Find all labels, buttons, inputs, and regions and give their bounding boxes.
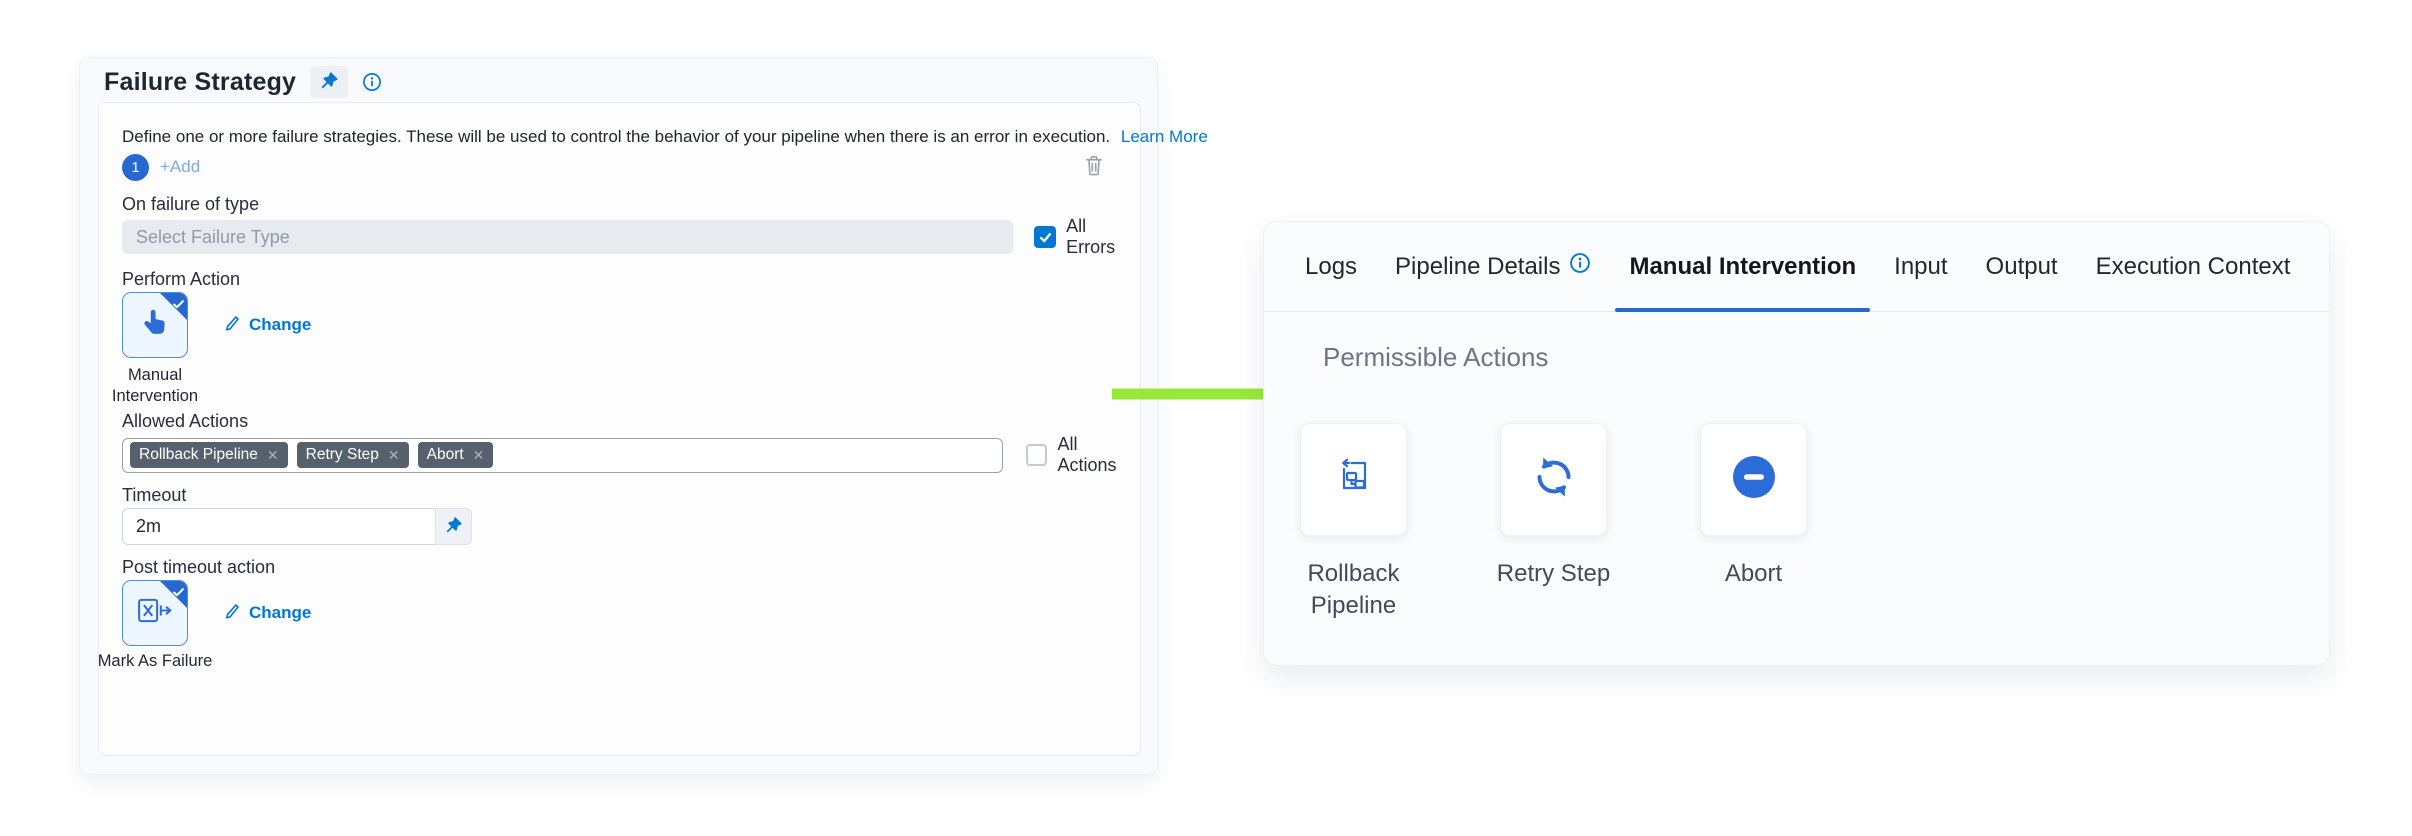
manual-intervention-card[interactable] [122, 292, 188, 358]
failure-strategy-header: Failure Strategy [104, 60, 382, 104]
timeout-input[interactable] [122, 508, 440, 545]
on-failure-of-type-label: On failure of type [122, 194, 260, 214]
tab-label: Manual Intervention [1629, 252, 1857, 280]
selected-check-icon [173, 584, 184, 602]
action-label: Abort [1724, 560, 1783, 587]
pencil-icon [224, 602, 241, 624]
failure-strategy-form: Define one or more failure strategies. T… [98, 102, 1208, 756]
chip-rollback-pipeline: Rollback Pipeline ✕ [130, 442, 288, 468]
tab-label: Input [1894, 252, 1948, 280]
allowed-actions-input[interactable]: Rollback Pipeline ✕ Retry Step ✕ Abort ✕ [122, 437, 1003, 473]
mark-as-failure-card[interactable] [122, 580, 188, 646]
timeout-pin-button[interactable] [435, 508, 472, 545]
selected-fold [160, 293, 187, 320]
info-icon[interactable] [362, 72, 382, 92]
chip-abort: Abort ✕ [417, 442, 494, 468]
change-action-button[interactable]: Change [224, 314, 311, 336]
all-errors-label: All Errors [1066, 216, 1116, 257]
tab-pipeline-details[interactable]: Pipeline Details [1376, 222, 1610, 311]
pin-button[interactable] [310, 66, 349, 98]
all-errors-option[interactable]: All Errors [1034, 216, 1140, 258]
pin-icon [320, 71, 339, 93]
tab-logs[interactable]: Logs [1286, 222, 1376, 311]
retry-step-icon [1531, 454, 1577, 505]
timeout-label: Timeout [122, 485, 187, 505]
add-strategy-button[interactable]: +Add [160, 157, 201, 176]
tab-execution-context[interactable]: Execution Context [2077, 222, 2310, 311]
allowed-actions-row: Rollback Pipeline ✕ Retry Step ✕ Abort ✕… [122, 434, 1140, 476]
rollback-pipeline-button[interactable] [1300, 423, 1407, 536]
permissible-actions-heading: Permissible Actions [1323, 342, 1549, 372]
rollback-pipeline-icon [1334, 457, 1374, 502]
trash-icon [1084, 154, 1104, 180]
tab-manual-intervention[interactable]: Manual Intervention [1610, 222, 1875, 312]
abort-icon [1731, 454, 1777, 505]
manual-intervention-hand-icon [139, 307, 171, 344]
all-errors-checkbox[interactable] [1034, 226, 1057, 248]
all-actions-option[interactable]: All Actions [1025, 434, 1140, 476]
selected-fold [160, 581, 187, 608]
post-timeout-action-label: Post timeout action [122, 557, 276, 577]
chip-label: Retry Step [305, 446, 379, 463]
tab-label: Output [1985, 252, 2058, 280]
retry-step-button[interactable] [1500, 423, 1607, 536]
tab-label: Pipeline Details [1395, 252, 1561, 280]
strategy-tabs-row: 1 +Add [122, 153, 1104, 181]
chip-retry-step: Retry Step ✕ [296, 442, 409, 468]
failure-type-placeholder: Select Failure Type [136, 226, 290, 247]
abort-button[interactable] [1700, 423, 1807, 536]
perform-action-label: Perform Action [122, 269, 241, 289]
change-post-timeout-button[interactable]: Change [224, 602, 311, 624]
perform-action-name: Manual Intervention [111, 366, 199, 406]
allowed-actions-label: Allowed Actions [122, 411, 249, 431]
execution-details-panel: Logs Pipeline Details Manual Interventio… [1263, 221, 2330, 666]
remove-chip-icon[interactable]: ✕ [472, 446, 485, 463]
details-tab-bar: Logs Pipeline Details Manual Interventio… [1264, 222, 2329, 312]
strategy-index-badge[interactable]: 1 [122, 153, 149, 181]
remove-chip-icon[interactable]: ✕ [387, 446, 400, 463]
tab-label: Logs [1305, 252, 1358, 280]
timeout-row [122, 508, 472, 545]
learn-more-link[interactable]: Learn More [1120, 127, 1208, 146]
post-timeout-action-name: Mark As Failure [97, 652, 213, 670]
action-abort: Abort [1700, 423, 1807, 623]
change-post-timeout-label: Change [249, 603, 312, 622]
chip-label: Rollback Pipeline [139, 446, 258, 463]
selected-check-icon [173, 296, 184, 314]
description-text: Define one or more failure strategies. T… [122, 127, 1111, 146]
panel-title: Failure Strategy [104, 67, 297, 96]
tab-input[interactable]: Input [1875, 222, 1966, 311]
failure-type-select[interactable]: Select Failure Type [122, 220, 1014, 254]
permissible-actions-row: Rollback Pipeline Retry Step [1300, 423, 1807, 623]
action-label: Retry Step [1496, 560, 1611, 587]
tab-output[interactable]: Output [1967, 222, 2077, 311]
tab-label: Execution Context [2095, 252, 2291, 280]
failure-strategy-panel: Failure Strategy Define one or more fail… [79, 57, 1208, 775]
action-retry-step: Retry Step [1497, 423, 1610, 623]
change-action-label: Change [249, 315, 312, 334]
remove-chip-icon[interactable]: ✕ [266, 446, 279, 463]
pencil-icon [224, 314, 241, 336]
panel-description: Define one or more failure strategies. T… [122, 127, 1208, 147]
delete-strategy-button[interactable] [1084, 154, 1104, 180]
all-actions-checkbox[interactable] [1025, 444, 1048, 466]
action-label: Rollback Pipeline [1307, 560, 1400, 620]
chip-label: Abort [426, 446, 464, 463]
action-rollback-pipeline: Rollback Pipeline [1300, 423, 1407, 623]
pin-icon [445, 516, 463, 537]
failure-type-row: Select Failure Type All Errors [122, 216, 1140, 258]
info-icon [1569, 252, 1591, 281]
all-actions-label: All Actions [1057, 434, 1117, 475]
